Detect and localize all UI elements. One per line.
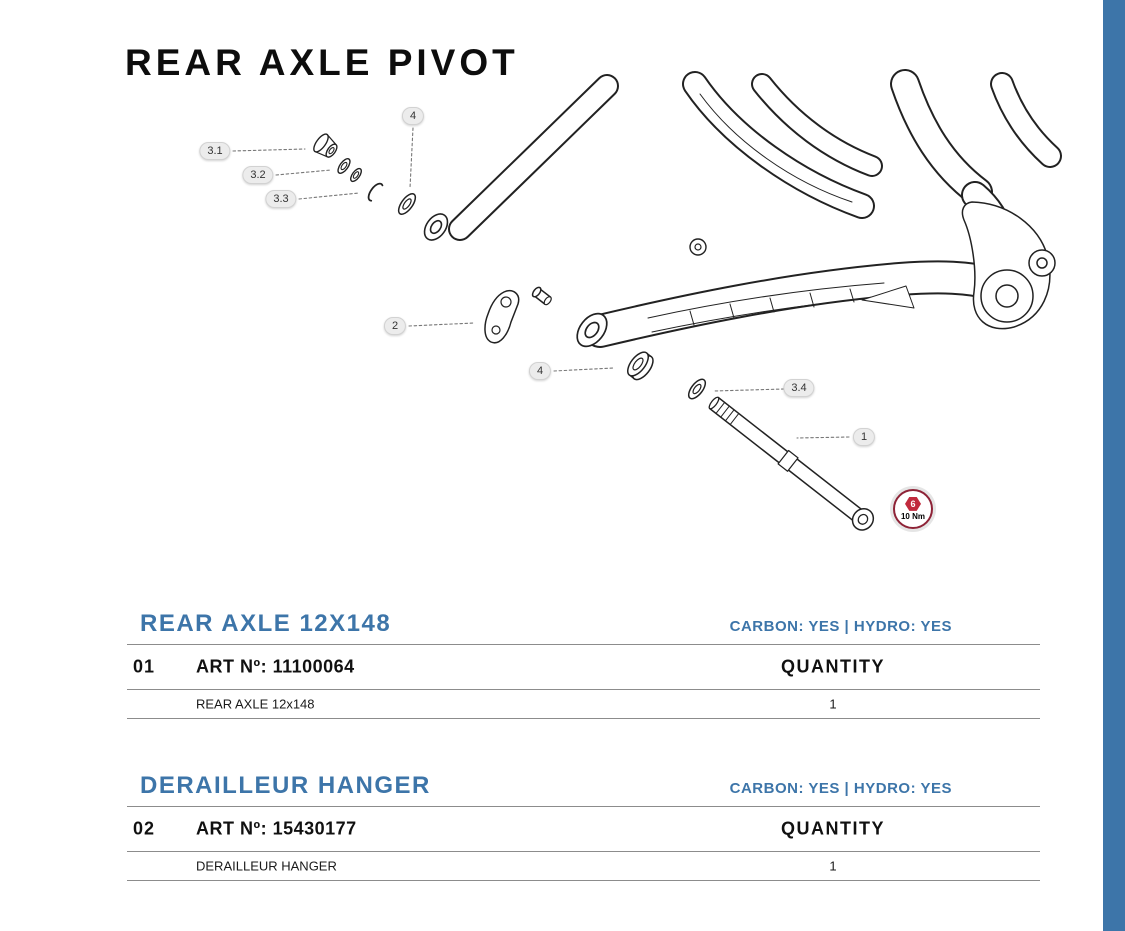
torque-value: 10 Nm: [900, 511, 925, 521]
accent-stripe: [1103, 0, 1125, 931]
art-number: ART Nº: 11100064: [196, 656, 355, 677]
chainstay-pivot-bore: [576, 312, 608, 348]
callout-3-2: 3.2: [242, 166, 274, 184]
section-title: REAR AXLE 12X148: [140, 610, 392, 637]
part-washer-3-4: [687, 378, 707, 400]
part-rear-axle: [708, 396, 875, 531]
dropout: [961, 201, 1056, 330]
section-heading-row: REAR AXLE 12X148 CARBON: YES | HYDRO: YE…: [127, 610, 1040, 644]
part-circlip: [367, 182, 384, 202]
seatstay-details: [689, 93, 853, 256]
item-number: 02: [133, 818, 156, 839]
table-row: REAR AXLE 12x148 1: [127, 690, 1040, 718]
quantity-header: QUANTITY: [781, 818, 885, 839]
callout-2: 2: [383, 317, 407, 335]
page-title: REAR AXLE PIVOT: [125, 42, 519, 83]
callout-3-4: 3.4: [783, 379, 815, 397]
callout-4-top: 4: [401, 107, 425, 125]
section-title: DERAILLEUR HANGER: [140, 772, 431, 799]
divider: [127, 806, 1040, 807]
parts-section-derailleur-hanger: DERAILLEUR HANGER CARBON: YES | HYDRO: Y…: [127, 772, 1040, 881]
divider: [127, 851, 1040, 852]
part-name: REAR AXLE 12x148: [196, 696, 315, 712]
section-spec: CARBON: YES | HYDRO: YES: [729, 618, 952, 635]
part-quantity: 1: [829, 696, 837, 712]
frame-tubes: [448, 69, 1062, 348]
callout-3-1: 3.1: [199, 142, 231, 160]
chainstay-details: [647, 282, 915, 333]
table-header-row: 02 ART Nº: 15430177 QUANTITY: [127, 807, 1040, 851]
part-washer-upper: [397, 193, 417, 215]
torque-step-number: 6: [910, 498, 916, 509]
callout-3-3: 3.3: [265, 190, 297, 208]
art-number: ART Nº: 15430177: [196, 818, 357, 839]
divider: [127, 689, 1040, 690]
torque-step-hexagon-icon: 6: [905, 496, 921, 511]
part-washer-mid: [627, 351, 654, 381]
table-row: DERAILLEUR HANGER 1: [127, 852, 1040, 880]
rocker-pivot-bore: [423, 213, 449, 241]
divider: [127, 880, 1040, 881]
quantity-header: QUANTITY: [781, 656, 885, 677]
part-name: DERAILLEUR HANGER: [196, 858, 337, 874]
callout-1: 1: [852, 428, 876, 446]
item-number: 01: [133, 656, 156, 677]
part-bushing: [313, 133, 338, 158]
leader-lines: [232, 127, 850, 439]
table-header-row: 01 ART Nº: 11100064 QUANTITY: [127, 645, 1040, 689]
part-derailleur-hanger: [484, 286, 552, 344]
divider: [127, 644, 1040, 645]
section-heading-row: DERAILLEUR HANGER CARBON: YES | HYDRO: Y…: [127, 772, 1040, 806]
part-quantity: 1: [829, 858, 837, 874]
parts-section-rear-axle: REAR AXLE 12X148 CARBON: YES | HYDRO: YE…: [127, 610, 1040, 719]
torque-badge: 6 10 Nm: [893, 489, 933, 529]
callout-4-mid: 4: [528, 362, 552, 380]
divider: [127, 718, 1040, 719]
part-spacer-rings: [337, 158, 362, 183]
section-spec: CARBON: YES | HYDRO: YES: [729, 780, 952, 797]
